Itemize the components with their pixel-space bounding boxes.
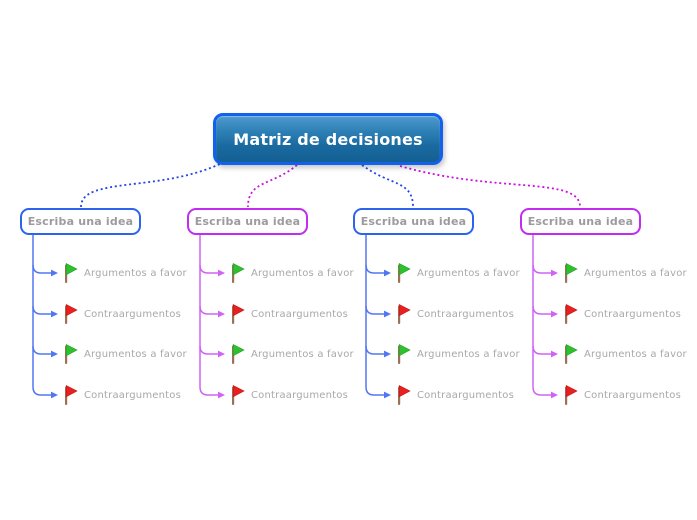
subtopic-label: Contraargumentos xyxy=(84,308,182,320)
subtopic-label: Argumentos a favor xyxy=(84,267,187,279)
red-flag-icon xyxy=(398,304,411,324)
subtopic-label: Contraargumentos xyxy=(251,389,349,401)
subtopic-label: Contraargumentos xyxy=(84,389,182,401)
branch-connector xyxy=(365,345,385,355)
arrowhead xyxy=(218,310,225,318)
topic-node[interactable]: Escriba una idea xyxy=(353,208,474,235)
topic-label: Escriba una idea xyxy=(27,215,134,228)
subtopic-item[interactable]: Contraargumentos xyxy=(562,384,681,406)
subtopic-item[interactable]: Argumentos a favor xyxy=(229,343,354,365)
subtopic-label: Contraargumentos xyxy=(251,308,349,320)
topic-node[interactable]: Escriba una idea xyxy=(20,208,141,235)
topic-node[interactable]: Escriba una idea xyxy=(187,208,308,235)
branch-connector xyxy=(199,305,219,315)
arrowhead xyxy=(551,391,558,399)
branch-connector xyxy=(532,305,552,315)
subtopic-item[interactable]: Argumentos a favor xyxy=(62,343,187,365)
arrowhead xyxy=(551,269,558,277)
subtopic-item[interactable]: Argumentos a favor xyxy=(229,262,354,284)
arrowhead xyxy=(51,269,58,277)
branch-connector xyxy=(32,305,52,315)
green-flag-icon xyxy=(232,263,245,283)
subtopic-item[interactable]: Contraargumentos xyxy=(229,384,348,406)
subtopic-label: Argumentos a favor xyxy=(584,348,687,360)
subtopic-label: Contraargumentos xyxy=(584,308,682,320)
arrowhead xyxy=(51,310,58,318)
arrowhead xyxy=(218,350,225,358)
red-flag-icon xyxy=(65,304,78,324)
green-flag-icon xyxy=(65,344,78,364)
subtopic-item[interactable]: Contraargumentos xyxy=(395,303,514,325)
branch-connector xyxy=(32,264,52,274)
red-flag-icon xyxy=(565,385,578,405)
subtopic-item[interactable]: Contraargumentos xyxy=(229,303,348,325)
branch-connector xyxy=(365,305,385,315)
green-flag-icon xyxy=(65,263,78,283)
subtopic-item[interactable]: Argumentos a favor xyxy=(395,262,520,284)
subtopic-label: Argumentos a favor xyxy=(251,348,354,360)
subtopic-item[interactable]: Contraargumentos xyxy=(395,384,514,406)
subtopic-label: Contraargumentos xyxy=(417,389,515,401)
branch-connector xyxy=(532,386,552,396)
branch-connector xyxy=(365,386,385,396)
red-flag-icon xyxy=(398,385,411,405)
subtopic-item[interactable]: Argumentos a favor xyxy=(562,343,687,365)
branch-connector xyxy=(532,345,552,355)
arrowhead xyxy=(384,391,391,399)
topic-node[interactable]: Escriba una idea xyxy=(520,208,641,235)
branch-connector xyxy=(32,386,52,396)
subtopic-label: Contraargumentos xyxy=(417,308,515,320)
arrowhead xyxy=(551,350,558,358)
subtopic-label: Argumentos a favor xyxy=(251,267,354,279)
arrowhead xyxy=(551,310,558,318)
root-connector xyxy=(361,164,414,208)
green-flag-icon xyxy=(565,344,578,364)
branch-connector xyxy=(199,386,219,396)
subtopic-label: Argumentos a favor xyxy=(84,348,187,360)
topic-label: Escriba una idea xyxy=(527,215,634,228)
green-flag-icon xyxy=(398,263,411,283)
topic-label: Escriba una idea xyxy=(360,215,467,228)
subtopic-item[interactable]: Contraargumentos xyxy=(62,384,181,406)
subtopic-item[interactable]: Argumentos a favor xyxy=(62,262,187,284)
red-flag-icon xyxy=(232,304,245,324)
green-flag-icon xyxy=(398,344,411,364)
topic-label: Escriba una idea xyxy=(194,215,301,228)
root-connector xyxy=(80,161,225,208)
arrowhead xyxy=(384,310,391,318)
subtopic-item[interactable]: Contraargumentos xyxy=(62,303,181,325)
subtopic-label: Contraargumentos xyxy=(584,389,682,401)
green-flag-icon xyxy=(232,344,245,364)
branch-connector xyxy=(532,264,552,274)
subtopic-label: Argumentos a favor xyxy=(417,267,520,279)
subtopic-label: Argumentos a favor xyxy=(417,348,520,360)
branch-connector xyxy=(32,345,52,355)
root-connector xyxy=(247,164,298,208)
arrowhead xyxy=(384,350,391,358)
branch-connector xyxy=(199,264,219,274)
arrowhead xyxy=(384,269,391,277)
green-flag-icon xyxy=(565,263,578,283)
red-flag-icon xyxy=(232,385,245,405)
subtopic-item[interactable]: Argumentos a favor xyxy=(395,343,520,365)
root-topic-label: Matriz de decisiones xyxy=(233,129,423,149)
arrowhead xyxy=(51,391,58,399)
subtopic-item[interactable]: Argumentos a favor xyxy=(562,262,687,284)
root-topic[interactable]: Matriz de decisiones xyxy=(213,113,443,165)
arrowhead xyxy=(218,391,225,399)
arrowhead xyxy=(218,269,225,277)
root-connector xyxy=(399,165,581,208)
subtopic-item[interactable]: Contraargumentos xyxy=(562,303,681,325)
subtopic-label: Argumentos a favor xyxy=(584,267,687,279)
arrowhead xyxy=(51,350,58,358)
branch-connector xyxy=(365,264,385,274)
red-flag-icon xyxy=(65,385,78,405)
branch-connector xyxy=(199,345,219,355)
red-flag-icon xyxy=(565,304,578,324)
